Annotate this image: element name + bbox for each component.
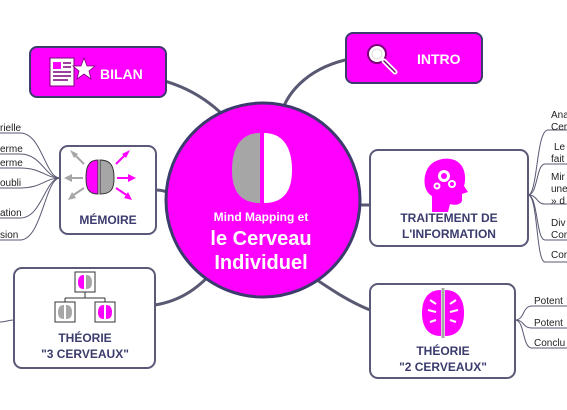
- traitement-leaf[interactable]: Div: [551, 218, 565, 229]
- theorie3-label-line2: "3 CERVEAUX": [41, 347, 129, 361]
- memoire-node[interactable]: MÉMOIRE: [59, 145, 157, 235]
- brain-arrows-icon: [64, 150, 136, 200]
- traitement-leaf-lines: [527, 129, 567, 263]
- traitement-leaf[interactable]: une: [551, 184, 567, 195]
- theorie3-node[interactable]: THÉORIE "3 CERVEAUX": [13, 267, 156, 369]
- intro-label: INTRO: [417, 51, 461, 67]
- intro-node[interactable]: INTRO: [345, 32, 483, 84]
- theorie2-leaf[interactable]: Potent: [534, 296, 563, 307]
- center-title-line1: Mind Mapping et: [214, 210, 309, 224]
- traitement-leaf[interactable]: Cor: [551, 250, 567, 261]
- brain-split-icon: [422, 288, 464, 338]
- traitement-node[interactable]: TRAITEMENT DE L'INFORMATION: [369, 149, 529, 247]
- theorie2-leaf[interactable]: Potent: [534, 318, 563, 329]
- memoire-leaf[interactable]: oubli: [0, 178, 21, 189]
- memoire-leaf[interactable]: rielle: [0, 123, 22, 134]
- memoire-leaf[interactable]: ation: [0, 208, 22, 219]
- traitement-leaf[interactable]: » d: [551, 196, 565, 207]
- theorie2-node[interactable]: THÉORIE "2 CERVEAUX": [369, 283, 516, 379]
- memoire-leaf[interactable]: erme: [0, 158, 23, 169]
- bilan-node[interactable]: BILAN: [29, 46, 167, 98]
- document-star-icon: [49, 56, 97, 87]
- bilan-label: BILAN: [100, 66, 143, 82]
- traitement-leaf[interactable]: fait: [551, 154, 565, 165]
- memoire-leaf[interactable]: erme: [0, 144, 23, 155]
- theorie3-label-line1: THÉORIE: [58, 330, 111, 345]
- brain-half-icon: [232, 133, 292, 203]
- center-node[interactable]: Mind Mapping et le Cerveau Individuel: [164, 101, 362, 299]
- magnifier-icon: [367, 44, 398, 75]
- brain-tree-icon: [54, 271, 116, 323]
- head-gears-icon: [424, 158, 468, 212]
- theorie2-label-line2: "2 CERVEAUX": [399, 360, 487, 374]
- traitement-label-line1: TRAITEMENT DE: [400, 211, 497, 225]
- theorie2-leaf[interactable]: Conclu: [534, 338, 565, 349]
- center-title-line2: le Cerveau: [210, 228, 311, 250]
- theorie2-leaf-lines: [514, 305, 567, 349]
- traitement-leaf[interactable]: Cor: [551, 230, 567, 241]
- memoire-leaf-lines: [0, 132, 61, 241]
- traitement-leaf[interactable]: Le: [554, 142, 566, 153]
- traitement-leaf[interactable]: Mir: [551, 172, 566, 183]
- traitement-leaf[interactable]: Cer: [551, 122, 567, 133]
- traitement-leaf[interactable]: Ana: [551, 110, 567, 121]
- memoire-leaf[interactable]: sion: [0, 230, 18, 241]
- theorie2-label-line1: THÉORIE: [416, 343, 469, 358]
- traitement-label-line2: L'INFORMATION: [402, 227, 496, 241]
- center-title-line3: Individuel: [214, 252, 307, 274]
- theorie3-leaf-line: [0, 319, 15, 323]
- memoire-label: MÉMOIRE: [79, 212, 136, 227]
